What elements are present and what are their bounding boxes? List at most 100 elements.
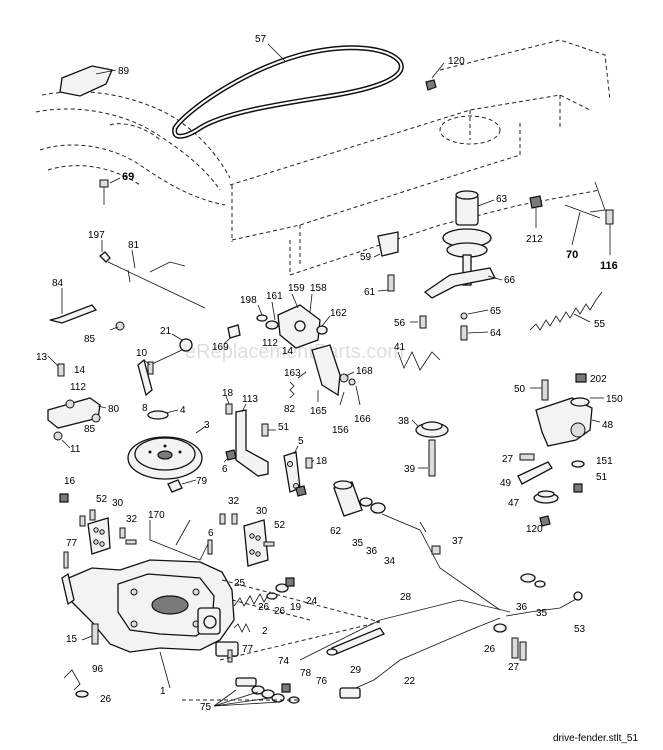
- part-37-grommet: [431, 545, 441, 555]
- callout-36a: 36: [366, 546, 378, 557]
- callout-8: 8: [142, 403, 148, 414]
- part-150-spacer: [570, 397, 604, 407]
- part-66-idler-bracket: [423, 267, 503, 299]
- callout-21: 21: [160, 326, 172, 337]
- callout-151: 151: [596, 456, 613, 467]
- part-81-clutch-rod: [99, 240, 206, 309]
- part-26-washer-left: [75, 690, 89, 698]
- part-77-clip-mid: [227, 649, 233, 663]
- part-120-nut: [425, 62, 445, 91]
- callout-61: 61: [364, 287, 376, 298]
- diagram-caption: drive-fender.stlt_51: [553, 733, 638, 744]
- callout-76: 76: [316, 676, 328, 687]
- callout-32a: 32: [228, 496, 240, 507]
- part-16-nut: [59, 493, 69, 503]
- leaders-75: [213, 689, 281, 707]
- callout-4: 4: [180, 405, 186, 416]
- part-79-key: [167, 479, 197, 493]
- callout-197: 197: [88, 230, 105, 241]
- part-36-washer-center: [370, 502, 386, 514]
- callout-47: 47: [508, 498, 520, 509]
- callout-116: 116: [600, 260, 618, 272]
- part-170-rod: [149, 519, 211, 561]
- callout-150: 150: [606, 394, 623, 405]
- part-80-bracket: [47, 397, 107, 429]
- part-19-collar: [275, 583, 289, 593]
- callout-41: 41: [394, 342, 406, 353]
- part-6c-pin: [207, 539, 213, 555]
- callout-166: 166: [354, 414, 371, 425]
- callout-168: 168: [356, 366, 373, 377]
- part-6-nut: [223, 449, 237, 463]
- part-85-washer: [109, 321, 125, 331]
- callout-80: 80: [108, 404, 120, 415]
- callout-66: 66: [504, 275, 516, 286]
- callout-26b-mid: 26: [274, 606, 286, 617]
- callout-26b: 26: [484, 644, 496, 655]
- callout-2: 2: [262, 626, 268, 637]
- callout-74: 74: [278, 656, 290, 667]
- part-5-bracket: [283, 445, 301, 493]
- part-52-bolt-right: [263, 541, 275, 547]
- callout-37: 37: [452, 536, 464, 547]
- part-30-bracket-left: [87, 517, 111, 555]
- part-13-bolt: [47, 355, 65, 377]
- part-159-bracket-assembly: [256, 293, 331, 349]
- part-34-pedal-rod: [381, 513, 501, 611]
- part-84-lever: [49, 288, 98, 324]
- part-41-spring: [397, 351, 441, 371]
- part-61-bolt: [377, 274, 395, 292]
- part-202-nut: [575, 373, 587, 383]
- part-30-bracket-right: [243, 519, 269, 567]
- callout-53: 53: [574, 624, 586, 635]
- callout-63: 63: [496, 194, 508, 205]
- part-48-bracket: [535, 397, 601, 447]
- part-26-washer-right: [493, 623, 507, 633]
- part-151-washer: [571, 460, 585, 468]
- part-82-spring: [289, 381, 295, 399]
- part-27-bolt: [519, 453, 535, 461]
- callout-24: 24: [306, 596, 318, 607]
- callout-34: 34: [384, 556, 396, 567]
- callout-16: 16: [64, 476, 76, 487]
- part-24-nut: [285, 577, 295, 587]
- part-39-bolt: [418, 439, 436, 477]
- part-77-clip-left: [63, 551, 69, 569]
- callout-22: 22: [404, 676, 416, 687]
- part-36-washer-right: [520, 573, 536, 583]
- callout-69: 69: [122, 171, 134, 183]
- part-74-spacer: [235, 677, 257, 687]
- callout-113: 113: [242, 394, 258, 405]
- callout-156: 156: [332, 425, 349, 436]
- part-120b-nut: [539, 515, 551, 527]
- callout-159: 159: [288, 283, 305, 294]
- callout-65: 65: [490, 306, 502, 317]
- part-65-washer: [460, 309, 489, 320]
- callout-55: 55: [594, 319, 606, 330]
- part-22-rod: [339, 617, 501, 699]
- part-18-bolt: [225, 395, 233, 415]
- part-78-nut: [281, 683, 291, 693]
- part-47-pulley: [533, 490, 559, 504]
- part-2-spring: [233, 623, 251, 633]
- part-26-washer-mid: [266, 592, 278, 600]
- part-63-pulley-assembly: [442, 190, 495, 286]
- callout-198: 198: [240, 295, 257, 306]
- callout-89: 89: [118, 66, 130, 77]
- part-10-bolt: [143, 359, 154, 375]
- callout-59: 59: [360, 252, 372, 263]
- part-32-bolt-right: [219, 513, 238, 525]
- callout-5: 5: [298, 436, 304, 447]
- callout-11: 11: [70, 444, 81, 455]
- part-3-transmission-pulley: [127, 425, 207, 480]
- callout-161: 161: [266, 291, 283, 302]
- callout-51b: 51: [596, 472, 608, 483]
- part-49-arm: [517, 461, 553, 485]
- callout-19: 19: [290, 602, 302, 613]
- callout-25: 25: [234, 578, 246, 589]
- part-35-washer-right: [534, 580, 546, 588]
- callout-30a: 30: [112, 498, 124, 509]
- callout-52a: 52: [96, 494, 108, 505]
